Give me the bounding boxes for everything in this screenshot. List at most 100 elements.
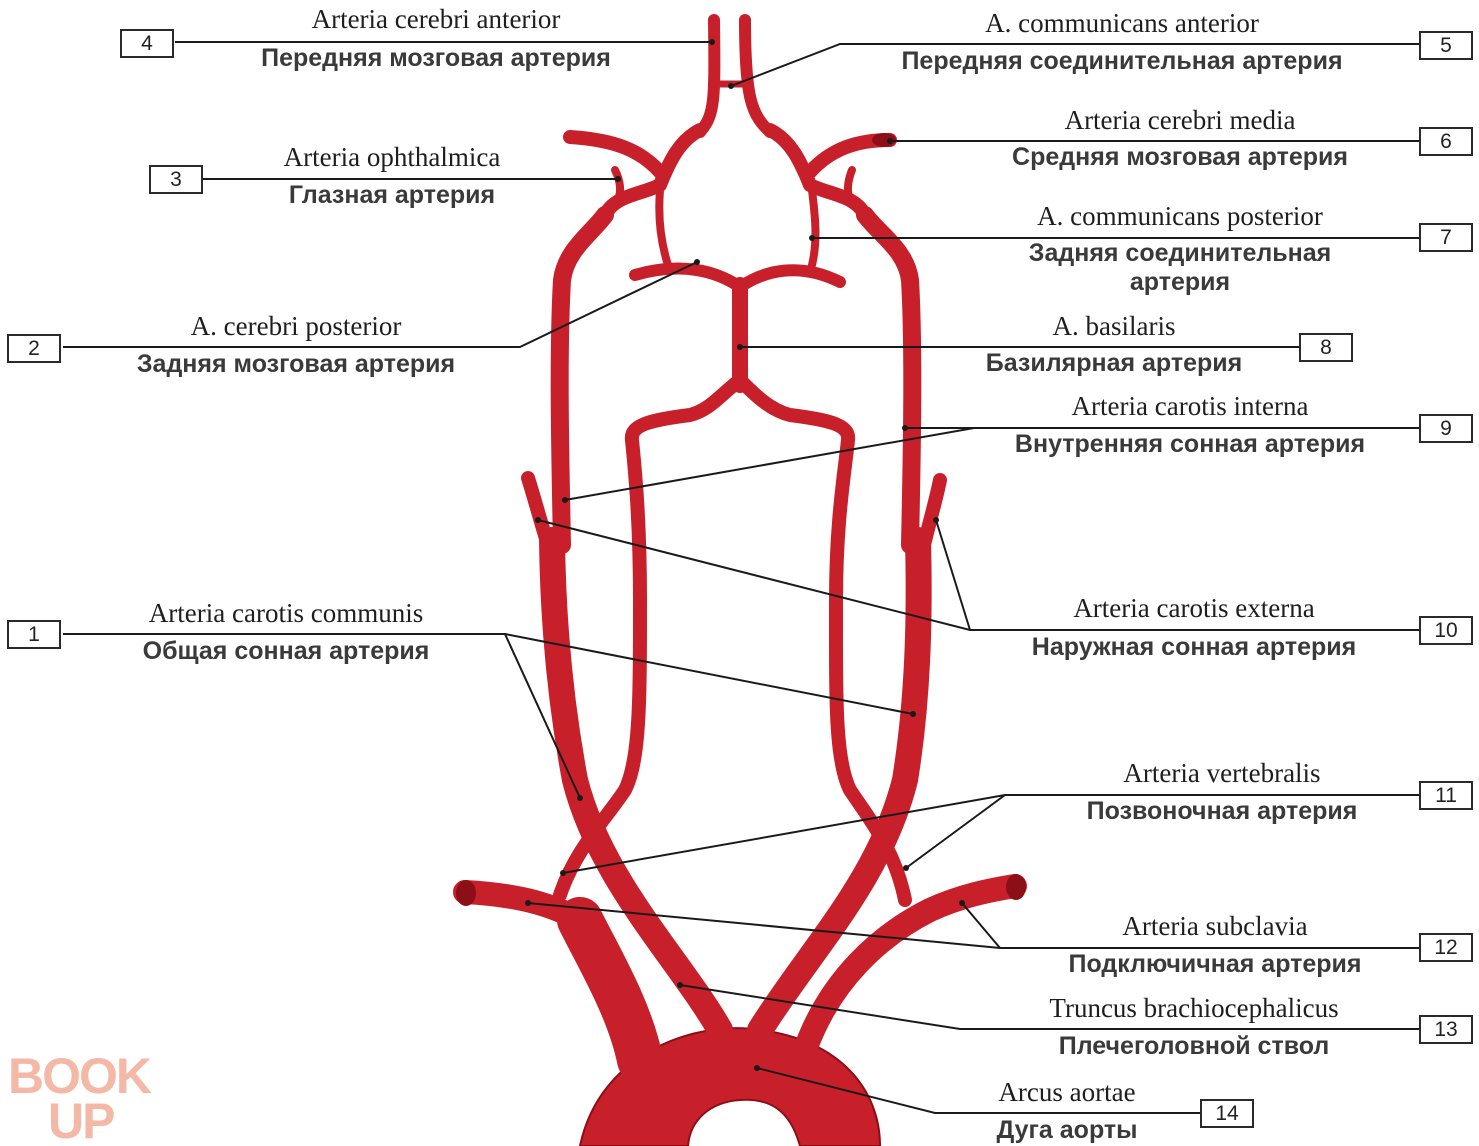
number-7: 7	[1440, 225, 1452, 249]
label-8-latin: A. basilaris	[1052, 311, 1176, 341]
left-common-carotid	[747, 527, 932, 1043]
leader-lines	[63, 41, 1419, 1114]
right-subclavian-cut	[456, 880, 476, 906]
number-box-9: 9	[1419, 414, 1473, 443]
right-vertebral-artery	[553, 373, 747, 902]
leader-line-10b	[935, 519, 971, 631]
number-6: 6	[1440, 129, 1452, 153]
label-11-latin: Arteria vertebralis	[1123, 758, 1321, 788]
number-box-12: 12	[1419, 933, 1473, 962]
label-6-latin: Arteria cerebri media	[1064, 105, 1296, 135]
number-4: 4	[141, 31, 153, 55]
label-3-latin: Arteria ophthalmica	[283, 142, 501, 172]
label-1-russian: Общая сонная артерия	[142, 637, 430, 665]
label-9-latin: Arteria carotis interna	[1071, 391, 1309, 421]
leader-line-5	[730, 43, 1419, 87]
leader-dot-4	[709, 39, 715, 45]
label-1-latin: Arteria carotis communis	[148, 598, 424, 628]
leader-dot-8	[737, 344, 743, 350]
leader-line-13	[679, 984, 1419, 1030]
leader-dot-12b	[959, 900, 965, 906]
right-subclavian-artery	[453, 880, 607, 942]
leader-line-11b	[905, 794, 1006, 869]
left-ophthalmic-artery	[843, 166, 856, 204]
leader-dot-14	[754, 1065, 760, 1071]
leader-dot-11a	[560, 870, 566, 876]
left-subclavian-artery	[793, 874, 1027, 1062]
right-anterior-cerebral	[694, 14, 721, 138]
bookup-watermark-logo: BOOK UP	[8, 1048, 152, 1146]
watermark-line-1: BOOK	[8, 1048, 152, 1104]
leader-dot-9a	[562, 497, 568, 503]
label-4-latin: Arteria cerebri anterior	[311, 4, 561, 34]
left-vertebral-artery	[733, 373, 912, 907]
left-internal-carotid	[856, 206, 922, 554]
leader-dot-3	[615, 176, 621, 182]
leader-endpoints	[525, 39, 965, 1071]
label-9-russian: Внутренняя сонная артерия	[1014, 430, 1366, 458]
label-4-russian: Передняя мозговая артерия	[261, 44, 611, 72]
leader-dot-13	[677, 982, 683, 988]
right-posterior-cerebral	[629, 262, 746, 293]
label-8-russian: Базилярная артерия	[985, 349, 1243, 377]
label-5-latin: A. communicans anterior	[985, 8, 1259, 38]
number-box-14: 14	[1200, 1099, 1254, 1128]
number-10: 10	[1434, 618, 1458, 642]
number-3: 3	[170, 167, 182, 191]
number-box-11: 11	[1419, 781, 1473, 810]
label-13-latin: Truncus brachiocephalicus	[1049, 993, 1339, 1023]
number-box-3: 3	[149, 165, 203, 194]
number-box-4: 4	[120, 29, 174, 58]
number-1: 1	[28, 622, 40, 646]
label-14-latin: Arcus aortae	[998, 1077, 1136, 1107]
label-2-russian: Задняя мозговая артерия	[136, 350, 456, 378]
number-11: 11	[1435, 783, 1457, 807]
left-posterior-cerebral	[734, 264, 846, 293]
number-box-1: 1	[7, 620, 61, 649]
left-external-carotid	[917, 473, 947, 552]
label-7-russian-line2: артерия	[1129, 268, 1231, 296]
number-box-8: 8	[1299, 333, 1353, 362]
label-12-latin: Arteria subclavia	[1122, 911, 1308, 941]
label-7-russian: Задняя соединительная	[1028, 239, 1332, 267]
label-11-russian: Позвоночная артерия	[1086, 797, 1358, 825]
right-middle-cerebral	[563, 130, 667, 179]
leader-line-2	[63, 261, 698, 348]
label-14-russian: Дуга аорты	[996, 1116, 1138, 1144]
left-subclavian-cut	[1006, 874, 1026, 900]
right-ophthalmic-artery	[611, 166, 625, 204]
vessel-tree	[453, 14, 1027, 1146]
left-posterior-communicating	[808, 186, 820, 269]
leader-dot-2	[694, 259, 700, 265]
brachiocephalic-trunk	[557, 897, 663, 1083]
number-13: 13	[1434, 1017, 1458, 1041]
leader-line-12b	[961, 902, 1001, 949]
number-8: 8	[1320, 335, 1332, 359]
label-12-russian: Подключичная артерия	[1068, 950, 1362, 978]
label-7-latin: A. communicans posterior	[1037, 201, 1323, 231]
label-10-latin: Arteria carotis externa	[1073, 593, 1315, 623]
number-box-5: 5	[1419, 31, 1473, 60]
number-14: 14	[1215, 1101, 1239, 1125]
number-box-10: 10	[1419, 616, 1473, 645]
number-12: 12	[1434, 935, 1458, 959]
leader-dot-1b	[910, 711, 916, 717]
leader-dot-1a	[577, 795, 583, 801]
leader-dot-11b	[903, 865, 909, 871]
leader-dot-10b	[933, 517, 939, 523]
number-2: 2	[28, 336, 40, 360]
label-13-russian: Плечеголовной ствол	[1058, 1032, 1330, 1060]
number-box-7: 7	[1419, 223, 1473, 252]
label-2-latin: A. cerebri posterior	[190, 311, 402, 341]
right-common-carotid	[539, 527, 733, 1043]
number-box-2: 2	[7, 334, 61, 363]
number-9: 9	[1440, 416, 1452, 440]
leader-dot-9b	[902, 425, 908, 431]
number-5: 5	[1440, 33, 1452, 57]
leader-dot-5	[728, 83, 734, 89]
right-posterior-communicating	[655, 186, 672, 269]
label-3-russian: Глазная артерия	[288, 181, 496, 209]
label-5-russian: Передняя соединительная артерия	[901, 47, 1343, 75]
